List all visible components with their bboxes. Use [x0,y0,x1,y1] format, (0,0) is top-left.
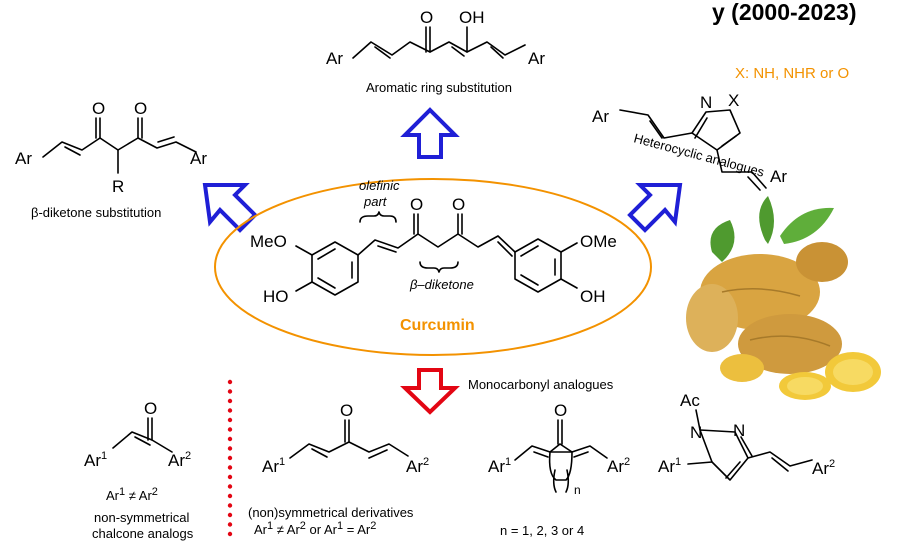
diketone-o-right: O [134,99,147,118]
chalcone-ar1: Ar1 [84,450,107,470]
caption-monocarbonyl: Monocarbonyl analogues [468,377,614,392]
curcumin-olefinic-2: part [363,194,388,209]
divider-dot [227,493,233,499]
curcumin-oh-right: OH [580,287,606,306]
divider-dot [227,484,233,489]
dotted-divider [227,379,233,537]
caption-aromatic: Aromatic ring substitution [366,80,512,95]
chalcone-name-2: chalcone analogs [92,526,194,541]
arrow-down-red [400,368,460,415]
chalcone-ar2: Ar2 [168,450,191,470]
aromatic-ar-right: Ar [528,49,545,68]
pyrazoline-structure: Ac N N Ar1 Ar2 [658,391,835,481]
arrow-upright-blue [627,183,683,233]
nonsym-name: (non)symmetrical derivatives [248,505,414,520]
divider-dot [227,417,233,423]
chalcone-o: O [144,399,157,418]
divider-dot [227,503,233,508]
curcumin-o-left: O [410,195,423,214]
hetero-x: X [728,91,739,110]
curcumin-o-right: O [452,195,465,214]
diketone-r: R [112,177,124,196]
divider-dot [227,465,233,470]
cyclic-condition: n = 1, 2, 3 or 4 [500,523,584,538]
nonsym-condition: Ar1 ≠ Ar2 or Ar1 = Ar2 [254,520,376,537]
curcumin-name: Curcumin [400,317,475,334]
divider-dot [227,398,233,404]
hetero-ar-left: Ar [592,107,609,126]
diketone-ar-left: Ar [15,149,32,168]
cyclic-o: O [554,401,567,420]
dienone-structure: Ar1 O Ar2 [262,401,429,476]
divider-dot [227,446,233,451]
cyclic-ar1: Ar1 [488,456,511,476]
divider-dot [227,436,233,442]
divider-dot [227,522,233,527]
cyclic-ketone-structure: Ar1 O n Ar2 [488,401,630,497]
curcumin-olefinic-1: olefinic [359,178,400,193]
hetero-ar-right: Ar [770,167,787,186]
divider-dot [227,408,233,413]
diketone-o-left: O [92,99,105,118]
arrow-upleft-blue [202,183,258,233]
cyclic-n: n [574,483,581,497]
pyrazoline-ar1: Ar1 [658,456,681,476]
diketone-ar-right: Ar [190,149,207,168]
pyrazoline-ac: Ac [680,391,700,410]
pyrazoline-n2: N [733,421,745,440]
heterocyclic-structure: Ar N X Ar [592,91,787,191]
hetero-n: N [700,93,712,112]
curcumin-ome: OMe [580,232,617,251]
divider-dot [227,512,233,518]
aromatic-o: O [420,8,433,27]
aromatic-ar-left: Ar [326,49,343,68]
ginger-illustration [686,196,881,400]
divider-dot [227,389,233,394]
chalcone-name-1: non-symmetrical [94,510,189,525]
pyrazoline-n1: N [690,423,702,442]
caption-hetero-x: X: NH, NHR or O [735,65,849,82]
dienone-o: O [340,401,353,420]
chalcone-condition: Ar1 ≠ Ar2 [106,486,158,503]
curcumin-diketone: β–diketone [409,277,474,292]
curcumin-meo: MeO [250,232,287,251]
divider-dot [227,531,233,537]
divider-dot [227,379,233,385]
aromatic-substitution-structure: Ar O OH Ar [326,8,545,68]
pyrazoline-ar2: Ar2 [812,458,835,478]
cyclic-ar2: Ar2 [607,456,630,476]
aromatic-oh: OH [459,8,485,27]
chalcone-structure: Ar1 O Ar2 [84,399,191,470]
curcumin-structure: MeO HO O O OMe OH olefinic part β–diketo… [250,178,617,306]
dienone-ar1: Ar1 [262,456,285,476]
arrow-up-blue [400,107,460,159]
caption-diketone-sub: β-diketone substitution [31,205,161,220]
divider-dot [227,474,233,480]
divider-dot [227,427,233,432]
curcumin-ho-left: HO [263,287,289,306]
dienone-ar2: Ar2 [406,456,429,476]
divider-dot [227,455,233,461]
curcumin-ellipse [214,178,652,356]
diketone-substitution-structure: Ar O O R Ar [15,99,207,196]
title-fragment: y (2000-2023) [712,0,857,25]
